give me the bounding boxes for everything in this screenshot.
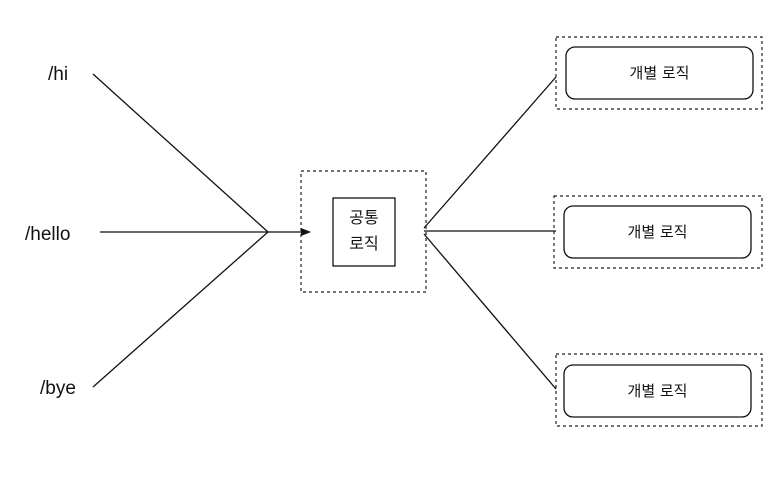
common-logic-box [332,197,396,267]
edge-bye-to-junction [92,231,269,388]
handler-container-top [555,36,763,110]
edge-common-to-top [423,76,557,229]
handler-label-bottom: 개별 로직 [628,382,688,400]
handler-box-bottom [563,364,752,418]
common-logic-label-line1: 공통 [349,208,378,227]
route-label-bye: /bye [40,378,76,399]
common-logic-container [300,170,427,293]
handler-label-top: 개별 로직 [630,64,690,82]
edge-hi-to-junction [92,73,269,233]
route-label-hi: /hi [48,64,68,85]
common-logic-label-line2: 로직 [349,234,378,253]
handler-label-middle: 개별 로직 [628,223,688,241]
handler-box-top [565,46,754,100]
handler-container-bottom [555,353,763,427]
handler-container-middle [553,195,763,269]
handler-box-middle [563,205,752,259]
route-label-hello: /hello [25,224,70,245]
edge-common-to-bottom [423,233,557,390]
